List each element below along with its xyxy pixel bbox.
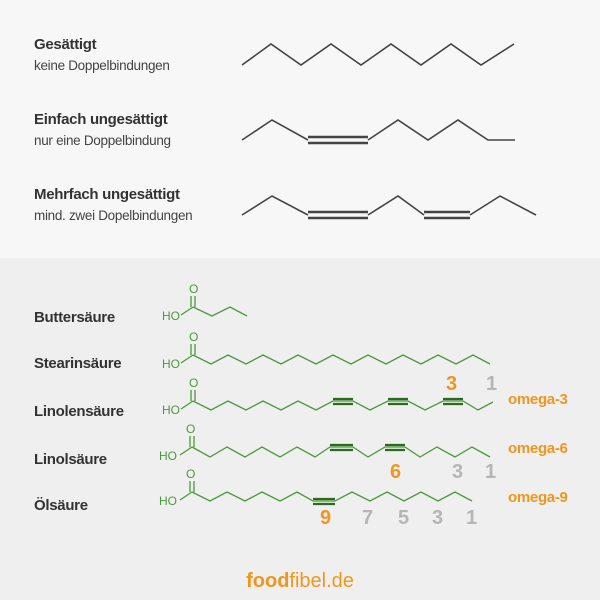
fatty-acids-panel (0, 258, 600, 600)
ho-label: HO (159, 449, 177, 463)
ho-label: HO (162, 309, 180, 323)
poly-subtitle: mind. zwei Dopelbindungen (34, 208, 193, 223)
acid-double-bonds (313, 397, 463, 506)
o-label: O (189, 376, 199, 390)
omega-6-label: omega-6 (508, 440, 568, 457)
mono-chain-end (367, 119, 515, 141)
position-marker: 7 (362, 507, 374, 529)
logo-rest: fibel.de (289, 570, 354, 592)
mono-title: Einfach ungesättigt (34, 111, 168, 128)
omega-9-label: omega-9 (508, 489, 568, 506)
position-marker: 1 (485, 461, 497, 483)
mono-chain (241, 119, 309, 141)
linolenic-chain (192, 400, 494, 411)
linoleic-chain (191, 446, 491, 458)
acid-name-linoleic: Linolsäure (34, 451, 107, 468)
poly-title: Mehrfach ungesättigt (34, 186, 180, 203)
generic-chains (241, 43, 537, 220)
position-marker: 5 (398, 507, 410, 529)
oleic-chain (191, 491, 473, 502)
o-label: O (186, 422, 196, 436)
ho-label: HO (159, 494, 177, 508)
omega-3-label: omega-3 (508, 391, 568, 408)
position-marker: 3 (446, 373, 458, 395)
acid-name-butyric: Buttersäure (34, 309, 115, 326)
poly-chain (241, 195, 309, 216)
position-marker: 6 (390, 461, 402, 483)
position-marker: 1 (466, 507, 478, 529)
poly-chain (469, 195, 537, 216)
ho-label: HO (162, 357, 180, 371)
saturated-subtitle: keine Doppelbindungen (34, 58, 170, 73)
ho-label: HO (162, 403, 180, 417)
double-bond (313, 397, 463, 506)
o-label: O (186, 467, 196, 481)
acid-chains (191, 306, 494, 502)
logo: foodfibel.de (0, 570, 600, 593)
acid-name-oleic: Ölsäure (34, 497, 88, 514)
position-marker: 3 (452, 461, 464, 483)
saturated-chain (241, 43, 515, 66)
stearic-chain (192, 354, 491, 365)
saturated-title: Gesättigt (34, 36, 97, 53)
carboxyl-groups (179, 296, 196, 501)
o-label: O (189, 330, 199, 344)
logo-bold: food (246, 570, 290, 592)
butyric-chain (192, 306, 248, 317)
acid-name-stearic: Stearinsäure (34, 355, 122, 372)
position-marker: 1 (486, 373, 498, 395)
position-marker: 3 (432, 507, 444, 529)
carboxyl-bonds (179, 296, 196, 501)
position-marker: 9 (320, 507, 332, 529)
o-label: O (189, 282, 199, 296)
mono-subtitle: nur eine Doppelbindung (34, 133, 171, 148)
acid-name-linolenic: Linolensäure (34, 403, 124, 420)
poly-chain (367, 195, 425, 216)
